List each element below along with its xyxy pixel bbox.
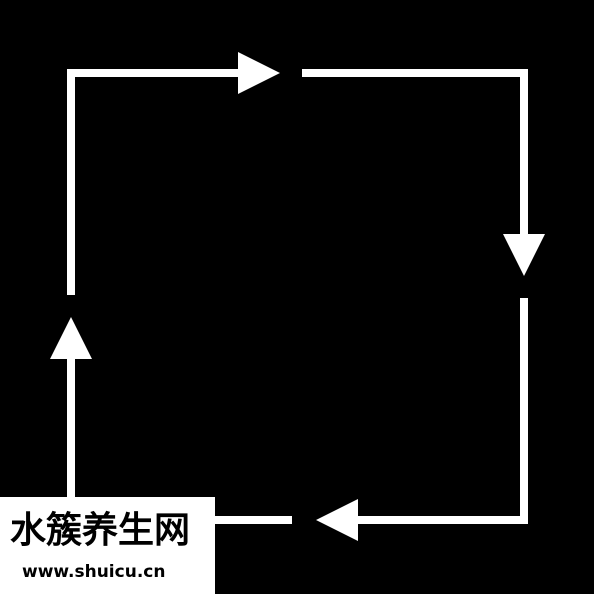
watermark-logo: 水簇养生网 www.shuicu.cn: [0, 497, 215, 594]
arrow-left-icon: [316, 499, 358, 541]
bottom-left-line: [67, 354, 292, 524]
arrow-right-icon: [238, 52, 280, 94]
top-left-line: [67, 69, 244, 295]
watermark-url: www.shuicu.cn: [22, 562, 166, 582]
bottom-right-line: [354, 298, 528, 524]
arrow-up-icon: [50, 317, 92, 359]
arrow-down-icon: [503, 234, 545, 276]
watermark-title: 水簇养生网: [10, 510, 191, 551]
top-right-line: [302, 69, 528, 240]
